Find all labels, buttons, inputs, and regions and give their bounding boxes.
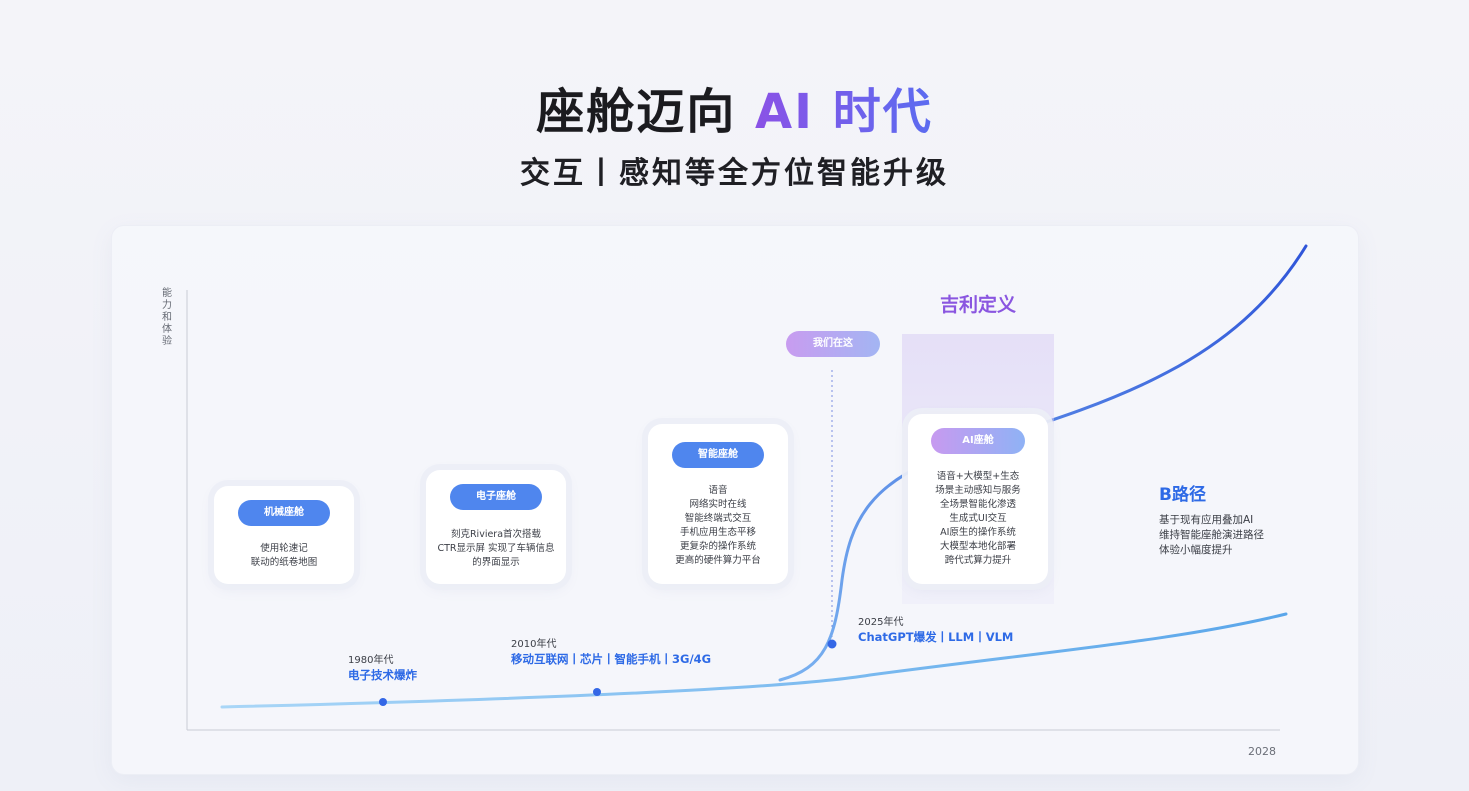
era-label-2010: 2010年代 移动互联网丨芯片丨智能手机丨3G/4G xyxy=(511,639,712,666)
stage-card-smart: 智能座舱 语音 网络实时在线 智能终端式交互 手机应用生态平移 更复杂的操作系统… xyxy=(648,424,788,584)
b-path-curve xyxy=(220,612,1288,709)
stage-card-electronic: 电子座舱 刻克Riviera首次搭载 CTR显示屏 实现了车辆信息 的界面显示 xyxy=(426,470,566,584)
era-dot-2025 xyxy=(827,639,837,649)
b-path-annotation: B路径 基于现有应用叠加AI 维持智能座舱演进路径 体验小幅度提升 xyxy=(1159,480,1264,558)
stage-pill: 机械座舱 xyxy=(238,500,330,526)
stage-card-mechanical: 机械座舱 使用轮速记 联动的纸卷地图 xyxy=(214,486,354,584)
stage-pill: 智能座舱 xyxy=(672,442,764,468)
stage-desc: 语音 网络实时在线 智能终端式交互 手机应用生态平移 更复杂的操作系统 更高的硬… xyxy=(675,485,761,566)
stage-card-ai: AI座舱 语音+大模型+生态 场景主动感知与服务 全场景智能化渗透 生成式UI交… xyxy=(908,414,1048,584)
era-label-1980: 1980年代 电子技术爆炸 xyxy=(348,655,417,682)
we-are-here-badge: 我们在这 xyxy=(786,331,880,357)
b-path-title: B路径 xyxy=(1159,485,1206,505)
b-path-desc: 基于现有应用叠加AI 维持智能座舱演进路径 体验小幅度提升 xyxy=(1159,514,1264,556)
era-label-2025: 2025年代 ChatGPT爆发丨LLM丨VLM xyxy=(858,617,1014,644)
stage-desc: 语音+大模型+生态 场景主动感知与服务 全场景智能化渗透 生成式UI交互 AI原… xyxy=(935,471,1021,566)
y-axis-label: 能力和体验 xyxy=(162,288,172,347)
x-axis-end-label: 2028 xyxy=(1248,745,1276,758)
geely-definition-label: 吉利定义 xyxy=(939,294,1016,316)
era-dot-1980 xyxy=(379,698,387,706)
stage-desc: 刻克Riviera首次搭载 CTR显示屏 实现了车辆信息 的界面显示 xyxy=(437,529,555,568)
page-subtitle: 交互丨感知等全方位智能升级 xyxy=(520,156,949,191)
page-title: 座舱迈向 AI 时代 xyxy=(0,72,1469,142)
stage-pill: 电子座舱 xyxy=(450,484,542,510)
era-dot-2010 xyxy=(593,688,601,696)
stage-pill: AI座舱 xyxy=(931,428,1025,454)
title-main: 座舱迈向 xyxy=(536,84,737,140)
title-accent: AI 时代 xyxy=(755,84,933,140)
stage-desc: 使用轮速记 联动的纸卷地图 xyxy=(250,543,318,568)
